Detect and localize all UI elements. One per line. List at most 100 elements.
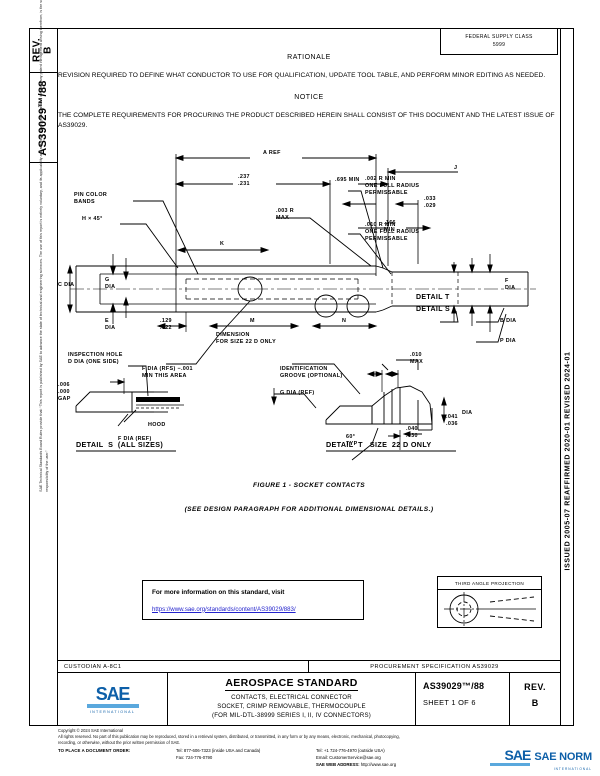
figure-caption: FIGURE 1 - SOCKET CONTACTS [252, 482, 366, 489]
footer-logo-name: SAE NORM [534, 751, 592, 763]
sae-logo-subtext: INTERNATIONAL [89, 709, 136, 714]
label-c-dia: C DIA [58, 282, 75, 288]
more-info-text: For more information on this standard, v… [152, 589, 285, 596]
label-detail-s-title: DETAIL S (ALL SIZES) [76, 440, 164, 449]
label-dia-word: DIA [462, 410, 473, 416]
spacer-cell-2 [58, 762, 176, 767]
sae-logo: SAE INTERNATIONAL [58, 673, 168, 725]
document-number-box: AS39029™/88 [29, 73, 57, 163]
projection-caption: THIRD ANGLE PROJECTION [438, 577, 541, 590]
label-dimension-size-22d: DIMENSION FOR SIZE 22 D ONLY [216, 332, 277, 345]
standards-board-legal-text: SAE Technical Standards Board Rules prov… [39, 0, 49, 492]
tel-usa: Tel: 877-606-7323 (inside USA and Canada… [176, 748, 261, 754]
contact-row-2: Fax: 724-776-0790 Email: CustomerService… [58, 755, 594, 760]
standard-url-link[interactable]: https://www.sae.org/standards/content/AS… [152, 605, 296, 613]
label-detail-s-ref: DETAIL S [416, 306, 451, 313]
footer-logo-bar [490, 763, 531, 766]
label-dim-237-231: .237 .231 [238, 174, 250, 187]
sae-norm-footer-logo: SAE SAE NORM INTERNATIONAL [490, 748, 592, 771]
revision-value: B [531, 698, 539, 708]
subtitle-line-1: CONTACTS, ELECTRICAL CONNECTOR [231, 694, 352, 702]
subtitle-line-3: (FOR MIL-DTL-38999 SERIES I, II, IV CONN… [212, 711, 371, 719]
label-f-dia-rfs: F DIA (RFS) −.001 MIN THIS AREA [142, 366, 193, 379]
label-r010-min: .010 R MIN ONE FULL RADIUS PERMISSABLE [365, 222, 420, 242]
revision-cell: REV. B [510, 673, 560, 725]
sheet-number: SHEET 1 OF 6 [423, 698, 476, 707]
subtitle-line-2: SOCKET, CRIMP REMOVABLE, THERMOCOUPLE [217, 703, 366, 711]
label-g-dia-ref: G DIA (REF) [280, 390, 315, 396]
revision-history-vertical: ISSUED 2005-07 REAFFIRMED 2020-01 REVISE… [564, 351, 571, 571]
label-g-dia: G DIA [105, 277, 116, 290]
label-a-ref: A REF [263, 150, 281, 156]
fax-usa: Fax: 724-776-0790 [176, 755, 213, 761]
label-hood: HOOD [148, 422, 166, 428]
label-dim-003r-max: .003 R MAX [276, 208, 294, 221]
label-b-dia: B DIA [500, 318, 517, 324]
label-h-45deg: H × 45° [82, 216, 103, 222]
left-margin-column: REV. B AS39029™/88 SAE Technical Standar… [29, 0, 58, 726]
label-dim-041-036: .041 .036 [446, 414, 458, 427]
label-dim-695-min: .695 MIN [335, 177, 360, 183]
notice-heading: NOTICE [294, 94, 324, 102]
footer-logo-subtext: INTERNATIONAL [553, 767, 592, 771]
figure-note: (SEE DESIGN PARAGRAPH FOR ADDITIONAL DIM… [184, 506, 434, 513]
fsc-label: FEDERAL SUPPLY CLASS [465, 34, 533, 41]
revision-label: REV. [524, 682, 546, 692]
aerospace-standard-title: AEROSPACE STANDARD [225, 677, 358, 692]
label-m: M [250, 318, 255, 324]
federal-supply-class-box: FEDERAL SUPPLY CLASS 5999 [440, 29, 558, 55]
label-k: K [220, 241, 225, 247]
label-f-dia: F DIA [505, 278, 516, 291]
drawing-frame [29, 28, 574, 726]
label-identification-groove: IDENTIFICATION GROOVE (OPTIONAL) [280, 366, 343, 379]
rights-line-1: All rights reserved. No part of this pub… [58, 734, 400, 740]
rights-line-2: recording, or otherwise, without the pri… [58, 740, 181, 746]
label-r002-min: .002 R MIN ONE FULL RADIUS PERMISSABLE [365, 176, 420, 196]
standard-title-cell: AEROSPACE STANDARD CONTACTS, ELECTRICAL … [168, 673, 416, 725]
order-label: TO PLACE A DOCUMENT ORDER: [58, 748, 131, 754]
label-dim-129-122: .129 .122 [160, 318, 172, 331]
label-pin-color-bands: PIN COLOR BANDS [74, 192, 108, 205]
sae-logo-wordmark: SAE [95, 683, 131, 704]
procurement-spec-field: PROCUREMENT SPECIFICATION AS39029 [370, 663, 499, 670]
web-address-url: http://www.sae.org [360, 762, 397, 768]
right-margin-column: ISSUED 2005-07 REAFFIRMED 2020-01 REVISE… [560, 28, 574, 726]
label-j: J [454, 165, 458, 171]
document-number-cell: AS39029™/88 SHEET 1 OF 6 [416, 673, 510, 725]
spacer-cell-3 [176, 762, 316, 767]
revision-box: REV. B [29, 28, 57, 73]
label-60-typ: 60° TYP [346, 434, 358, 447]
label-dim-040-030: .040 .030 [406, 426, 418, 439]
label-gap-006-000: .006 .000 GAP [58, 382, 71, 402]
label-n: N [342, 318, 347, 324]
label-p-dia: P DIA [500, 338, 517, 344]
tel-international: Tel: +1 724-776-4970 (outside USA) [316, 748, 385, 754]
contact-row-1: TO PLACE A DOCUMENT ORDER: Tel: 877-606-… [58, 748, 594, 753]
label-detail-u: DETAIL T [416, 294, 450, 301]
rationale-body: REVISION REQUIRED TO DEFINE WHAT CONDUCT… [58, 72, 546, 79]
fsc-value: 5999 [492, 41, 506, 48]
contact-row-3: SAE WEB ADDRESS: http://www.sae.org [58, 762, 594, 767]
notice-body: THE COMPLETE REQUIREMENTS FOR PROCURING … [58, 112, 555, 130]
document-content: RATIONALE REVISION REQUIRED TO DEFINE WH… [58, 28, 560, 726]
label-dim-166-min: .166 MIN [384, 220, 396, 233]
socket-contact-drawing-svg [67, 154, 536, 461]
label-inspection-hole: INSPECTION HOLE D DIA (ONE SIDE) [68, 352, 123, 365]
sae-logo-bar [86, 703, 139, 708]
title-block-upper-row: CUSTODIAN A-8C1 PROCUREMENT SPECIFICATIO… [58, 660, 560, 673]
spacer-cell [58, 755, 176, 760]
label-detail-t-title: DETAIL T SIZE 22 D ONLY [326, 440, 432, 449]
third-angle-projection-symbol [438, 590, 541, 628]
page-footer: Copyright © 2024 SAE International All r… [58, 728, 594, 774]
third-angle-projection-box: THIRD ANGLE PROJECTION [437, 576, 542, 628]
document-number: AS39029™/88 [423, 681, 485, 691]
label-dim-010-max: .010 MAX [410, 352, 424, 365]
footer-logo-wordmark: SAE [504, 747, 532, 763]
email-address: Email: CustomerService@sae.org [316, 755, 381, 761]
title-block: CUSTODIAN A-8C1 PROCUREMENT SPECIFICATIO… [58, 660, 560, 726]
copyright-line: Copyright © 2024 SAE International [58, 728, 123, 733]
rationale-heading: RATIONALE [287, 54, 331, 61]
title-block-lower-row: SAE INTERNATIONAL AEROSPACE STANDARD CON… [58, 673, 560, 725]
custodian-field: CUSTODIAN A-8C1 [58, 661, 309, 672]
